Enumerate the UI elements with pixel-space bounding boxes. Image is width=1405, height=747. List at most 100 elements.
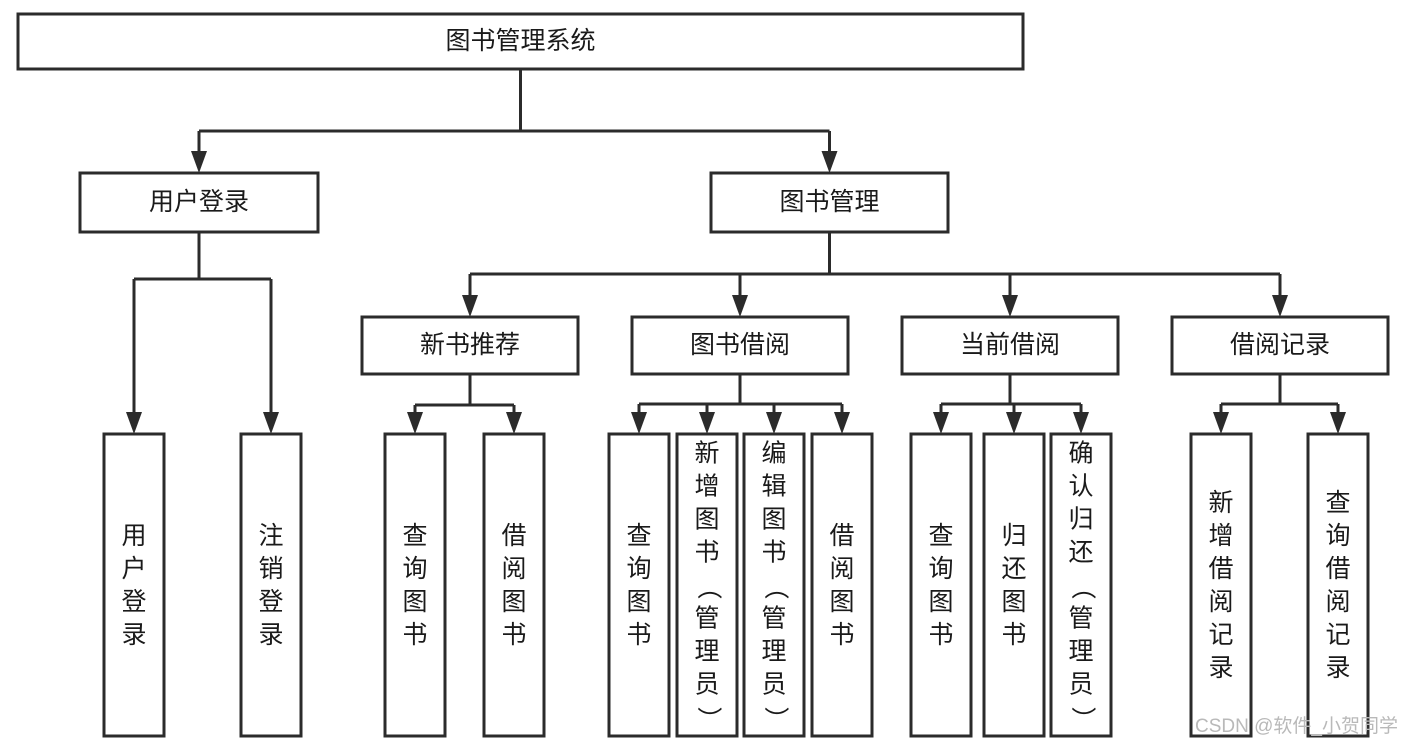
svg-text:图: 图 <box>694 506 719 534</box>
node-box-leaf-query-borrow-record[interactable] <box>1306 432 1370 738</box>
node-label-new-book-recommend: 新书推荐 <box>420 331 520 359</box>
node-box-leaf-logout-login[interactable] <box>239 432 303 738</box>
svg-text:阅: 阅 <box>1325 588 1350 616</box>
node-box-leaf-add-book-admin[interactable] <box>675 432 739 738</box>
node-box-leaf-user-login[interactable] <box>102 432 166 738</box>
svg-text:还: 还 <box>1001 555 1026 583</box>
node-box-current-borrow[interactable] <box>900 315 1120 376</box>
svg-text:还: 还 <box>1068 539 1093 567</box>
svg-text:登: 登 <box>258 588 283 616</box>
svg-text:归: 归 <box>1068 506 1093 534</box>
arrow-icon-leaf-return-book <box>1006 412 1022 434</box>
svg-text:借: 借 <box>1325 555 1350 583</box>
svg-text:编: 编 <box>761 440 786 468</box>
node-box-leaf-confirm-return-admin[interactable] <box>1049 432 1113 738</box>
node-borrow-record[interactable]: 借阅记录 <box>1170 315 1390 376</box>
svg-text:销: 销 <box>258 555 283 583</box>
node-box-leaf-return-book[interactable] <box>982 432 1046 738</box>
arrow-icon-leaf-add-borrow-record <box>1213 412 1229 434</box>
svg-text:）: ） <box>694 706 722 731</box>
edge-group-borrow-record <box>1213 374 1346 434</box>
svg-text:录: 录 <box>258 621 283 649</box>
node-box-leaf-borrow-book-recommend[interactable] <box>482 432 546 738</box>
node-box-new-book-recommend[interactable] <box>360 315 580 376</box>
svg-text:登: 登 <box>121 588 146 616</box>
node-label-user-login: 用户登录 <box>149 188 249 216</box>
svg-text:注: 注 <box>258 522 283 550</box>
node-box-leaf-query-book-borrow[interactable] <box>607 432 671 738</box>
csdn-watermark: CSDN @软件_小贺同学 <box>1195 715 1398 737</box>
arrow-icon-leaf-add-book-admin <box>699 412 715 434</box>
svg-text:户: 户 <box>121 555 146 583</box>
node-root[interactable]: 图书管理系统 <box>16 12 1025 71</box>
node-label-leaf-user-login: 用户登录 <box>121 522 146 649</box>
svg-text:查: 查 <box>1325 489 1350 517</box>
svg-text:借: 借 <box>501 522 526 550</box>
svg-text:图: 图 <box>761 506 786 534</box>
svg-text:书: 书 <box>402 621 427 649</box>
node-box-user-login[interactable] <box>78 171 320 234</box>
arrow-icon-leaf-query-book-borrow <box>631 412 647 434</box>
svg-text:录: 录 <box>1208 654 1233 682</box>
node-box-leaf-query-book-current[interactable] <box>909 432 973 738</box>
svg-text:书: 书 <box>928 621 953 649</box>
node-current-borrow[interactable]: 当前借阅 <box>900 315 1120 376</box>
svg-text:图: 图 <box>829 588 854 616</box>
node-box-book-borrow[interactable] <box>630 315 850 376</box>
svg-text:图: 图 <box>501 588 526 616</box>
node-box-leaf-edit-book-admin[interactable] <box>742 432 806 738</box>
node-box-root[interactable] <box>16 12 1025 71</box>
svg-text:增: 增 <box>1208 522 1233 550</box>
svg-text:图: 图 <box>626 588 651 616</box>
arrow-icon-leaf-edit-book-admin <box>766 412 782 434</box>
arrow-icon-leaf-query-book-recommend <box>407 412 423 434</box>
node-label-root: 图书管理系统 <box>445 27 595 55</box>
edge-group-new-book-recommend <box>407 374 522 434</box>
svg-text:记: 记 <box>1208 621 1233 649</box>
svg-text:图: 图 <box>928 588 953 616</box>
arrow-icon-new-book-recommend <box>462 295 478 317</box>
node-box-leaf-add-borrow-record[interactable] <box>1189 432 1253 738</box>
node-box-leaf-query-book-recommend[interactable] <box>383 432 447 738</box>
node-book-borrow[interactable]: 图书借阅 <box>630 315 850 376</box>
node-box-borrow-record[interactable] <box>1170 315 1390 376</box>
node-label-book-borrow: 图书借阅 <box>690 331 790 359</box>
svg-text:查: 查 <box>402 522 427 550</box>
node-box-leaf-borrow-book[interactable] <box>810 432 874 738</box>
svg-text:书: 书 <box>761 539 786 567</box>
node-leaf-user-login[interactable]: 用户登录 <box>102 432 166 738</box>
node-box-book-management[interactable] <box>709 171 950 234</box>
svg-text:（: （ <box>761 574 789 599</box>
node-new-book-recommend[interactable]: 新书推荐 <box>360 315 580 376</box>
node-user-login[interactable]: 用户登录 <box>78 171 320 234</box>
svg-text:录: 录 <box>1325 654 1350 682</box>
svg-text:询: 询 <box>402 555 427 583</box>
svg-text:管: 管 <box>694 605 719 633</box>
svg-text:理: 理 <box>1068 638 1093 666</box>
edge-group-user-login <box>126 232 279 434</box>
svg-text:管: 管 <box>761 605 786 633</box>
arrow-icon-leaf-query-borrow-record <box>1330 412 1346 434</box>
node-book-management[interactable]: 图书管理 <box>709 171 950 234</box>
svg-text:确: 确 <box>1068 440 1093 468</box>
arrow-icon-leaf-borrow-book-recommend <box>506 412 522 434</box>
